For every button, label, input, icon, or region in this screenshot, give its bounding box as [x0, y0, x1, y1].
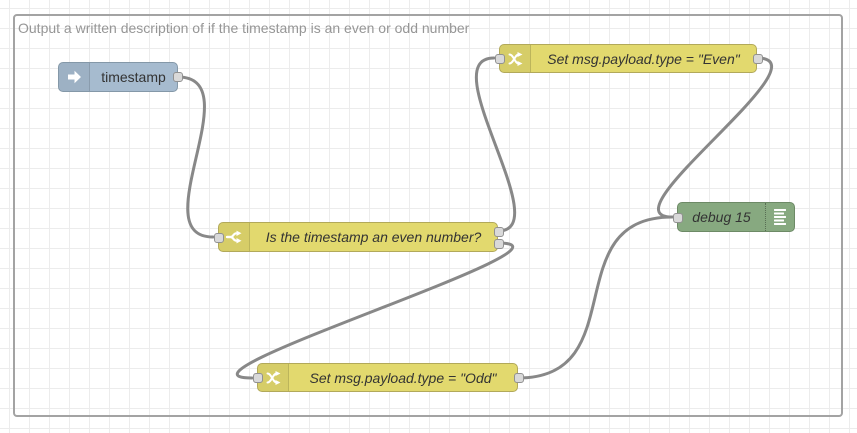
node-debug-15[interactable]: debug 15: [673, 202, 816, 233]
node-label: debug 15: [692, 209, 751, 225]
node-change-odd[interactable]: Set msg.payload.type = "Odd": [253, 363, 524, 392]
node-label: timestamp: [101, 69, 166, 85]
node-switch-even-check[interactable]: Is the timestamp an even number?: [214, 222, 504, 252]
wire-switch-to-change-even[interactable]: [474, 56, 517, 233]
shuffle-icon: [258, 364, 289, 391]
output-port-1[interactable]: [494, 227, 504, 237]
node-inject-timestamp[interactable]: timestamp: [38, 62, 183, 93]
node-label: Set msg.payload.type = "Even": [547, 50, 740, 67]
shuffle-icon: [500, 45, 531, 72]
comment-node[interactable]: Output a written description of if the t…: [18, 20, 470, 36]
arrow-in-icon: [59, 63, 90, 91]
output-port[interactable]: [753, 54, 763, 64]
wire-change-even-to-debug[interactable]: [657, 56, 774, 219]
node-label: Set msg.payload.type = "Odd": [309, 369, 497, 386]
wire-switch-to-change-odd[interactable]: [236, 241, 514, 380]
node-label: Is the timestamp an even number?: [265, 229, 482, 245]
node-change-even[interactable]: Set msg.payload.type = "Even": [495, 44, 763, 73]
output-port[interactable]: [514, 373, 524, 383]
wire-change-odd-to-debug[interactable]: [516, 215, 674, 380]
output-port[interactable]: [173, 72, 183, 82]
wire-inject-to-switch[interactable]: [176, 75, 215, 239]
list-icon: [765, 203, 794, 231]
output-port-2[interactable]: [494, 239, 504, 249]
input-port[interactable]: [673, 213, 683, 223]
group-outline[interactable]: [13, 14, 843, 417]
input-port[interactable]: [214, 233, 224, 243]
input-port[interactable]: [253, 373, 263, 383]
fork-icon: [219, 223, 250, 251]
input-port[interactable]: [495, 54, 505, 64]
